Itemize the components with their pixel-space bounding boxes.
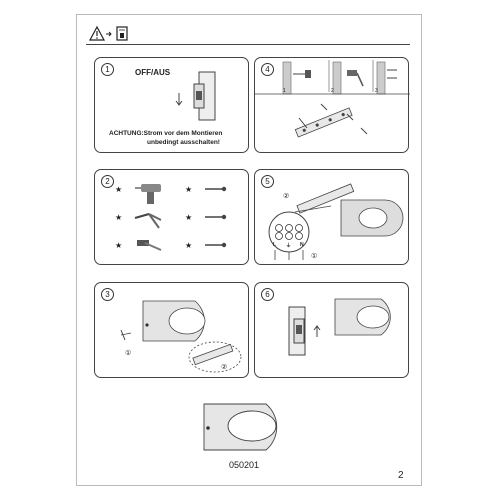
callout-2: ② [221, 364, 228, 371]
header-bar [86, 24, 410, 44]
product-code: 050201 [229, 460, 260, 470]
warning-triangle-icon [88, 25, 112, 41]
bullet: ★ [185, 241, 192, 250]
callout-1: ① [125, 350, 132, 357]
callout-1: ① [311, 253, 318, 260]
mounting-illustration [120, 300, 242, 373]
step-number: 6 [261, 288, 274, 301]
step-number: 2 [101, 175, 114, 188]
header-rule [86, 44, 410, 45]
step-1-panel: 1 OFF/AUS ACHTUNG:Strom vor dem Montiere… [94, 57, 249, 153]
step-number: 4 [261, 63, 274, 76]
light-switch-illustration [175, 71, 216, 121]
bullet: ★ [185, 185, 192, 194]
tools-list-illustration: ★ ★ ★ ★ ★ ★ [115, 184, 227, 251]
manual-book-icon [116, 26, 128, 41]
step-number: 1 [101, 63, 114, 76]
step-3-panel: 3 ① ② [94, 282, 249, 378]
warning-caption-line1: ACHTUNG:Strom vor dem Montieren [109, 130, 223, 137]
drill-icon [135, 184, 161, 204]
step-5-panel: 5 ② ① L ⏚ N [254, 169, 409, 265]
step-6-panel: 6 [254, 282, 409, 378]
step-number: 5 [261, 175, 274, 188]
terminal-n: N [300, 242, 304, 248]
hammer-icon [137, 240, 162, 251]
step-1-title: OFF/AUS [135, 68, 171, 77]
warning-caption-line2: unbedingt ausschalten! [147, 139, 220, 146]
screw-icon [205, 242, 227, 248]
substep-b: 2 [331, 88, 334, 94]
bullet: ★ [115, 241, 122, 250]
substep-a: 1 [283, 88, 286, 94]
bullet: ★ [185, 213, 192, 222]
drilling-sequence-illustration [255, 60, 410, 138]
terminal-pe: ⏚ [286, 243, 292, 249]
bullet: ★ [115, 185, 122, 194]
substep-c: 3 [375, 88, 378, 94]
screw-icon [205, 186, 227, 192]
step-4-panel: 4 1 2 3 [254, 57, 410, 153]
page-number: 2 [398, 470, 404, 481]
step-number: 3 [101, 288, 114, 301]
terminal-l: L [273, 242, 277, 248]
bullet: ★ [115, 213, 122, 222]
screw-icon [205, 214, 227, 220]
callout-2: ② [283, 193, 290, 200]
step-2-panel: 2 ★ ★ ★ ★ ★ ★ [94, 169, 249, 265]
finished-lamp-illustration [203, 403, 278, 451]
switch-on-illustration [288, 298, 391, 356]
wiring-illustration [268, 183, 404, 260]
pliers-icon [134, 213, 162, 229]
